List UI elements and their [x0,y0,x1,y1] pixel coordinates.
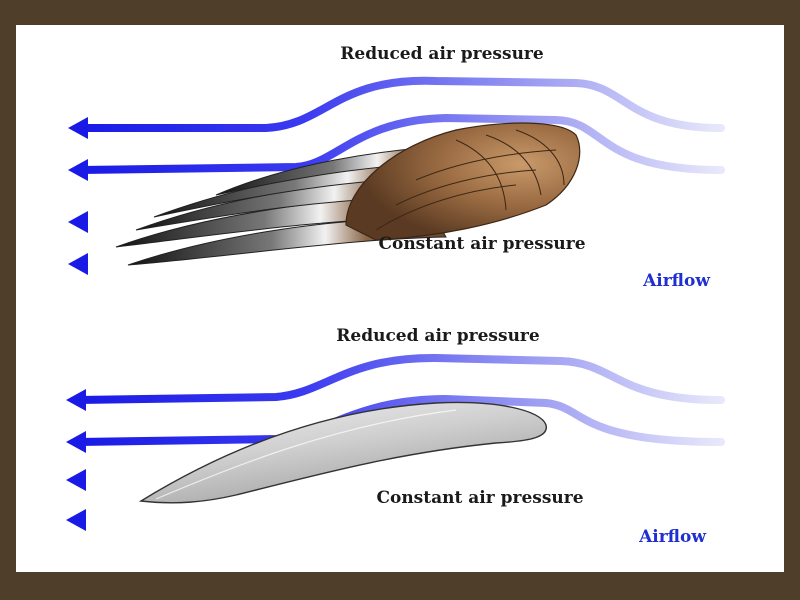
top-panel: Reduced air pressure Constant air pressu… [68,44,725,291]
reduced-pressure-label-top: Reduced air pressure [340,44,544,64]
arrow-left-icon [68,211,88,233]
constant-pressure-label-top: Constant air pressure [378,234,585,254]
arrow-left-icon [66,431,86,453]
streamline-top-2 [76,113,725,174]
airfoil-icon [138,401,547,504]
bottom-panel: Reduced air pressure Constant air pressu… [66,326,725,547]
diagram-canvas: Reduced air pressure Constant air pressu… [16,25,784,572]
streamline-bottom-1 [74,353,725,404]
reduced-pressure-label-bottom: Reduced air pressure [336,326,540,346]
arrow-left-icon [68,159,88,181]
constant-pressure-label-bottom: Constant air pressure [376,488,583,508]
bird-wing-icon [115,122,581,266]
airflow-label-bottom: Airflow [638,527,706,547]
arrow-left-icon [68,253,88,275]
arrow-left-icon [68,117,88,139]
airflow-label-top: Airflow [642,271,710,291]
arrow-left-icon [66,469,86,491]
arrow-left-icon [66,389,86,411]
lift-diagram: Reduced air pressure Constant air pressu… [66,44,725,547]
streamline-top-1 [76,76,725,132]
arrow-left-icon [66,509,86,531]
